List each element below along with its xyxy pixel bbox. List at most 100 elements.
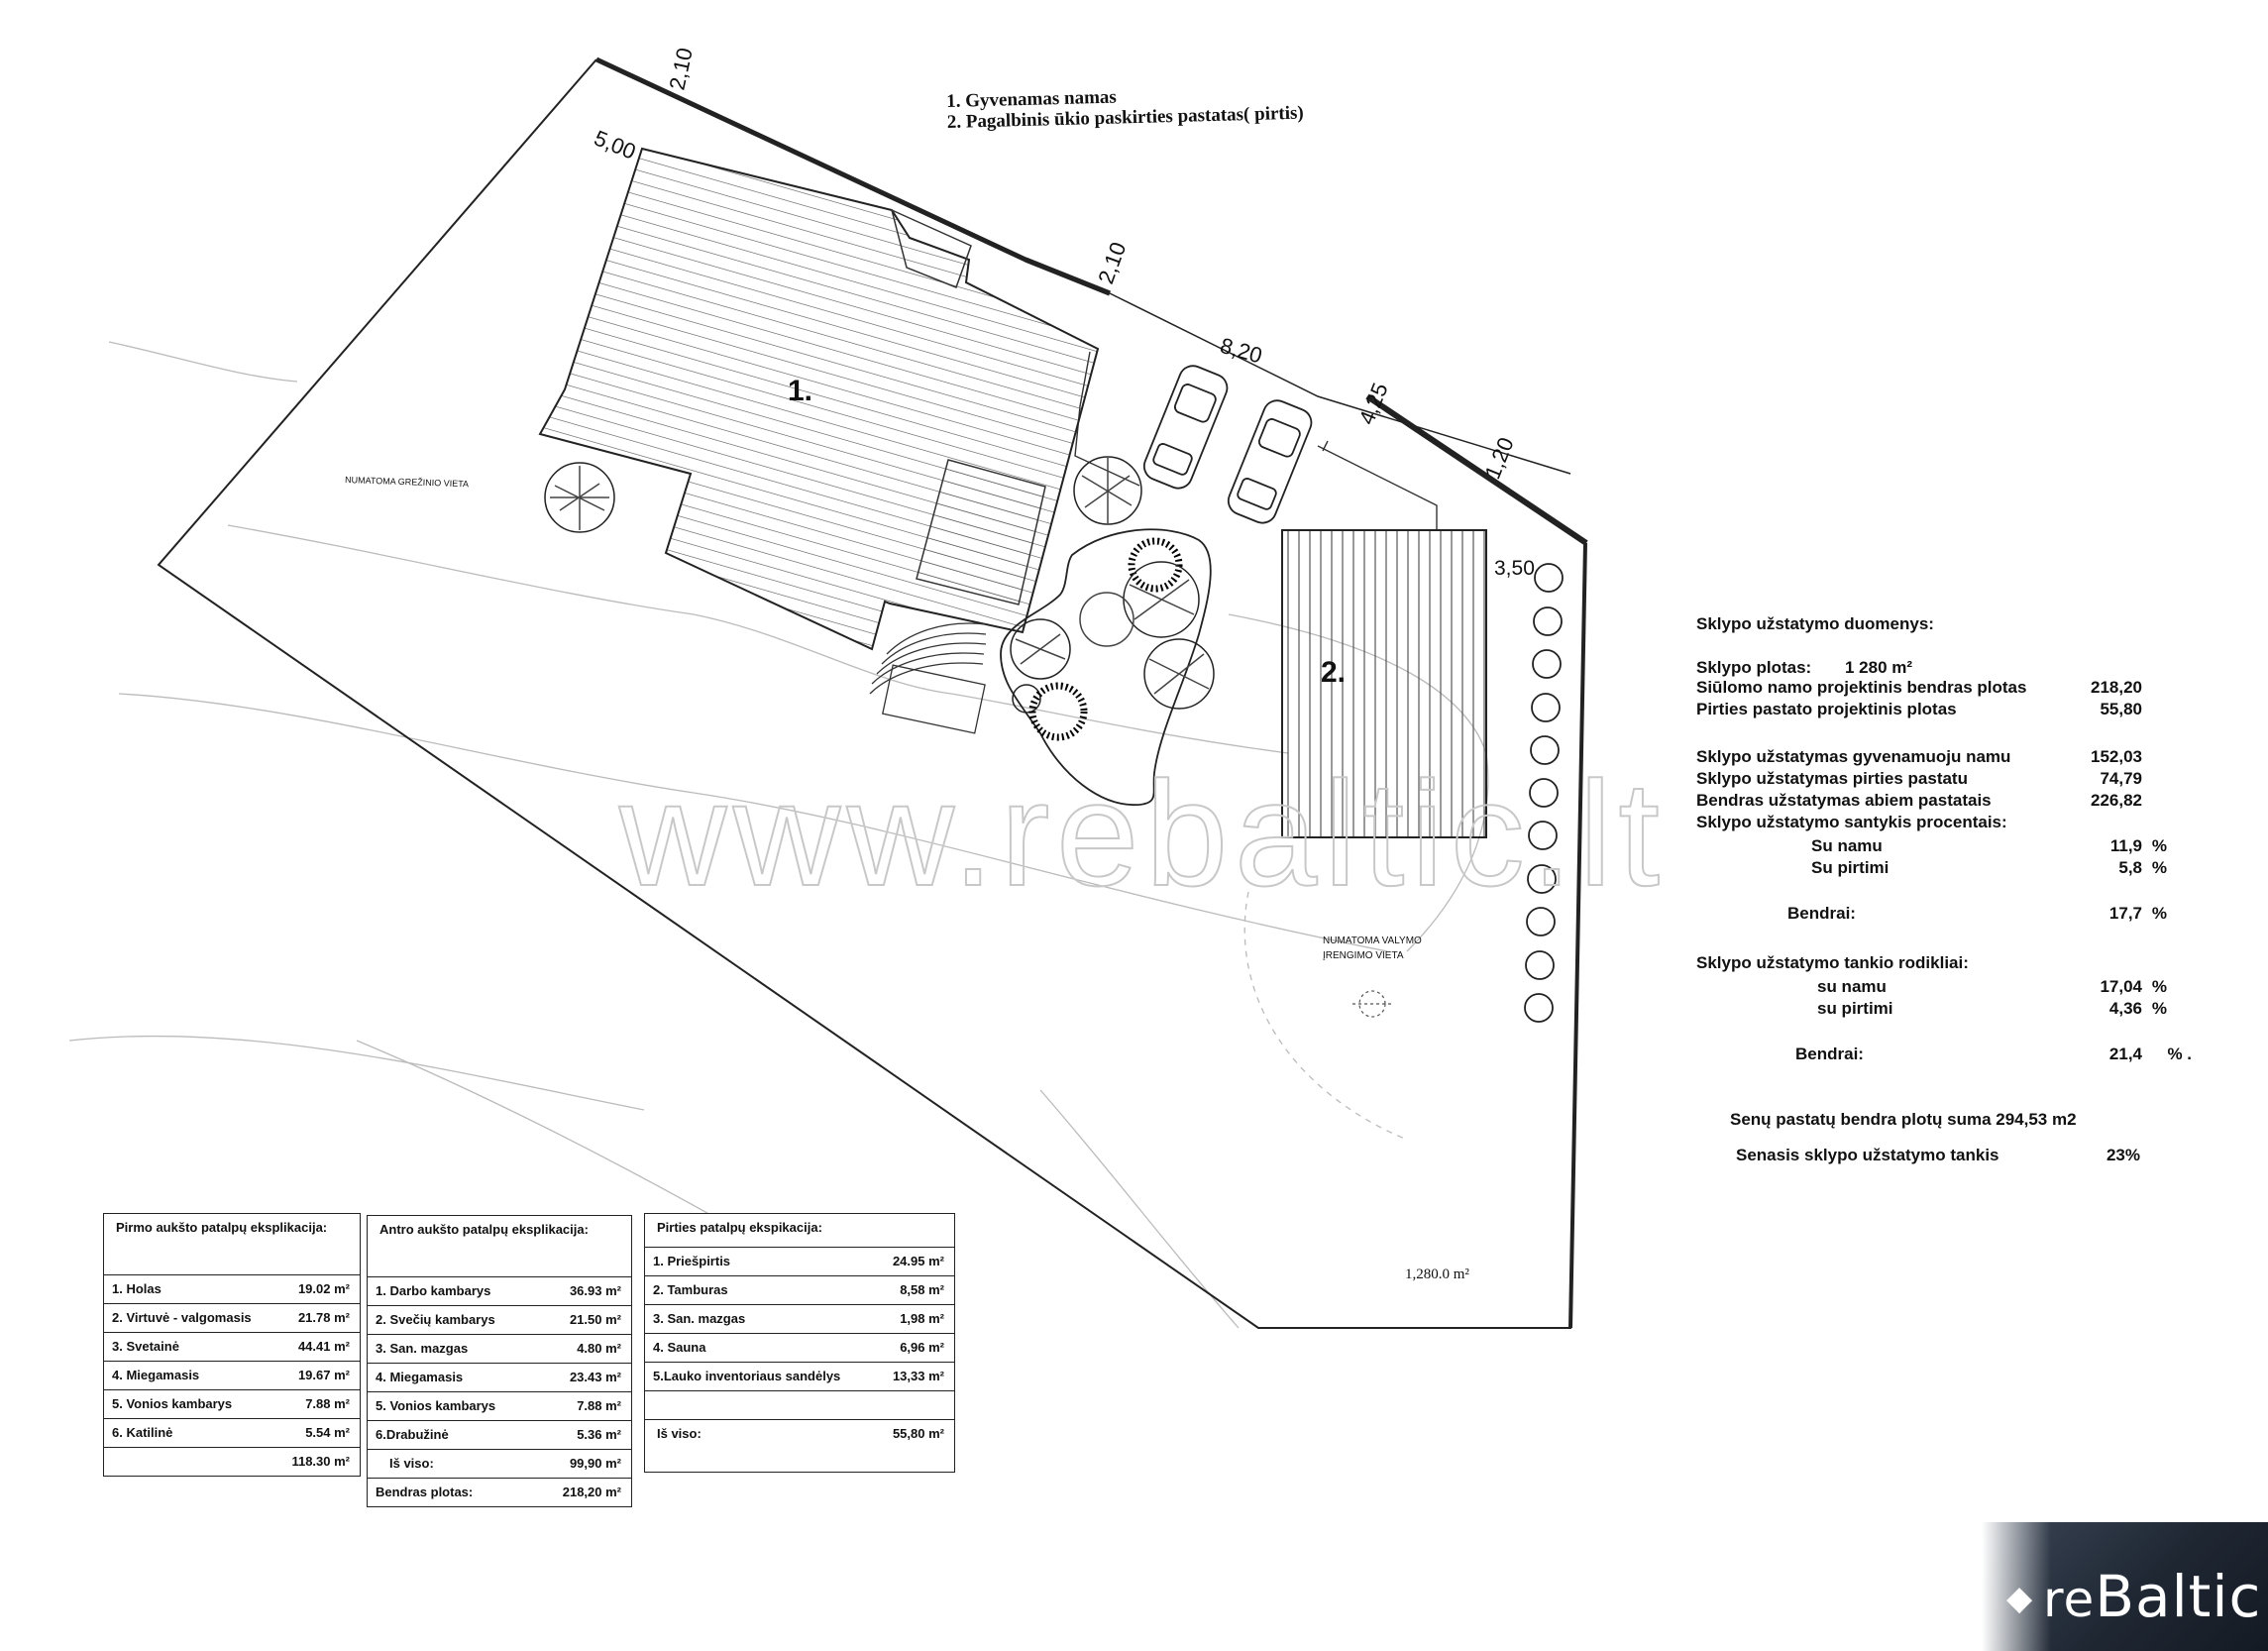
second-floor-total-label: Iš viso: bbox=[389, 1456, 434, 1471]
sauna-area-label: Pirties pastato projektinis plotas bbox=[1696, 700, 1957, 718]
hedge-row bbox=[1524, 563, 1564, 1023]
old-buildings-sum: Senų pastatų bendra plotų suma 294,53 m2 bbox=[1730, 1110, 2077, 1129]
coverage-sauna-value: 74,79 bbox=[2100, 769, 2142, 788]
percent-house-label: Su namu bbox=[1811, 836, 1883, 855]
density-house-value: 17,04 bbox=[2100, 977, 2142, 996]
house-area-label: Siūlomo namo projektinis bendras plotas bbox=[1696, 678, 2027, 697]
old-density-value: 23% bbox=[2106, 1146, 2140, 1164]
first-floor-table: Pirmo aukšto patalpų eksplikacija: 1. Ho… bbox=[103, 1213, 361, 1477]
logo-name: Baltic bbox=[2095, 1563, 2262, 1630]
building-1-number: 1. bbox=[788, 375, 812, 407]
treatment-site-label-1: NUMATOMA VALYMO bbox=[1323, 936, 1422, 946]
percent-total-label: Bendrai: bbox=[1787, 904, 1856, 923]
coverage-sauna-label: Sklypo užstatymas pirties pastatu bbox=[1696, 769, 1968, 788]
building-2 bbox=[1281, 529, 1487, 838]
treatment-site-marker bbox=[1352, 990, 1392, 1018]
dim-label-4-25: 4,25 bbox=[1353, 380, 1392, 428]
density-sauna-value: 4,36 bbox=[2108, 999, 2142, 1018]
dim-label-2-10-mid: 2,10 bbox=[1093, 239, 1131, 287]
density-house-unit: % bbox=[2151, 977, 2167, 996]
building-2-number: 2. bbox=[1321, 656, 1346, 689]
logo-prefix: re bbox=[2043, 1571, 2096, 1628]
rebaltic-logo: ◆ reBaltic bbox=[1982, 1522, 2268, 1651]
old-density-label: Senasis sklypo užstatymo tankis bbox=[1736, 1146, 1999, 1164]
coverage-both-label: Bendras užstatymas abiem pastatais bbox=[1696, 791, 1992, 810]
percent-house-value: 11,9 bbox=[2109, 836, 2142, 855]
second-floor-table-header: Antro aukšto patalpų eksplikacija: bbox=[368, 1216, 631, 1277]
percent-sauna-label: Su pirtimi bbox=[1811, 858, 1890, 877]
first-floor-total: 118.30 m² bbox=[291, 1454, 350, 1469]
coverage-both-value: 226,82 bbox=[2091, 791, 2142, 810]
plot-area-label: Sklypo plotas: bbox=[1696, 658, 1812, 677]
first-floor-table-title: Pirmo aukšto patalpų eksplikacija: bbox=[116, 1220, 328, 1235]
building-1 bbox=[538, 147, 1100, 651]
sauna-area-value: 55,80 bbox=[2100, 700, 2142, 718]
entrance-steps bbox=[869, 622, 987, 734]
sauna-total-label: Iš viso: bbox=[657, 1426, 702, 1441]
percent-title: Sklypo užstatymo santykis procentais: bbox=[1696, 813, 2007, 831]
first-floor-table-header: Pirmo aukšto patalpų eksplikacija: bbox=[104, 1214, 360, 1275]
sauna-total: 55,80 m² bbox=[892, 1426, 944, 1441]
diamond-icon: ◆ bbox=[2006, 1580, 2033, 1617]
density-sauna-unit: % bbox=[2151, 999, 2167, 1018]
density-house-label: su namu bbox=[1817, 977, 1887, 996]
grand-total-row: Bendras plotas: 218,20 m² bbox=[368, 1479, 631, 1506]
dim-label-1-20: 1,20 bbox=[1479, 434, 1518, 483]
table-row-empty bbox=[645, 1391, 954, 1420]
dim-label-8-20: 8,20 bbox=[1218, 333, 1265, 369]
sauna-table-title: Pirties patalpų ekspikacija: bbox=[657, 1220, 822, 1235]
parked-car-1 bbox=[1142, 365, 1229, 490]
sauna-total-row: Iš viso: 55,80 m² bbox=[645, 1420, 954, 1472]
sauna-table: Pirties patalpų ekspikacija: 1. Priešpir… bbox=[644, 1213, 955, 1473]
grand-total-value: 218,20 m² bbox=[562, 1485, 621, 1499]
density-sauna-label: su pirtimi bbox=[1817, 999, 1893, 1018]
second-floor-total-row: Iš viso: 99,90 m² bbox=[368, 1450, 631, 1479]
coverage-house-label: Sklypo užstatymas gyvenamuoju namu bbox=[1696, 747, 2011, 766]
logo-fade bbox=[1982, 1522, 2051, 1651]
percent-house-unit: % bbox=[2151, 836, 2167, 855]
plot-area-value: 1 280 m² bbox=[1845, 658, 1913, 677]
first-floor-total-row: 118.30 m² bbox=[104, 1448, 360, 1476]
well-site-label: NUMATOMA GREŽINIO VIETA bbox=[345, 475, 469, 489]
trees bbox=[544, 456, 1215, 741]
parked-car-2 bbox=[1227, 399, 1313, 524]
sauna-table-header: Pirties patalpų ekspikacija: bbox=[645, 1214, 954, 1248]
grand-total-label: Bendras plotas: bbox=[376, 1485, 474, 1499]
dim-label-3-50: 3,50 bbox=[1494, 557, 1535, 580]
summary-title: Sklypo užstatymo duomenys: bbox=[1696, 614, 1934, 633]
second-floor-total: 99,90 m² bbox=[569, 1456, 621, 1471]
percent-total-value: 17,7 bbox=[2108, 904, 2142, 923]
logo-text: reBaltic bbox=[2043, 1562, 2261, 1634]
percent-sauna-unit: % bbox=[2151, 858, 2167, 877]
dim-label-5-00: 5,00 bbox=[591, 125, 639, 164]
second-floor-table: Antro aukšto patalpų eksplikacija: 1. Da… bbox=[367, 1215, 632, 1507]
dim-label-2-10-top: 2,10 bbox=[664, 46, 697, 92]
density-title: Sklypo užstatymo tankio rodikliai: bbox=[1696, 953, 1969, 972]
coverage-house-value: 152,03 bbox=[2091, 747, 2142, 766]
density-total-unit: % . bbox=[2167, 1045, 2192, 1063]
density-total-value: 21,4 bbox=[2108, 1045, 2142, 1063]
plot-boundary bbox=[157, 56, 1588, 1329]
percent-sauna-value: 5,8 bbox=[2118, 858, 2142, 877]
watermark: www.rebaltic.lt bbox=[618, 750, 1660, 917]
second-floor-table-title: Antro aukšto patalpų eksplikacija: bbox=[379, 1222, 589, 1237]
garden-bed bbox=[1000, 528, 1212, 806]
percent-total-unit: % bbox=[2151, 904, 2167, 923]
